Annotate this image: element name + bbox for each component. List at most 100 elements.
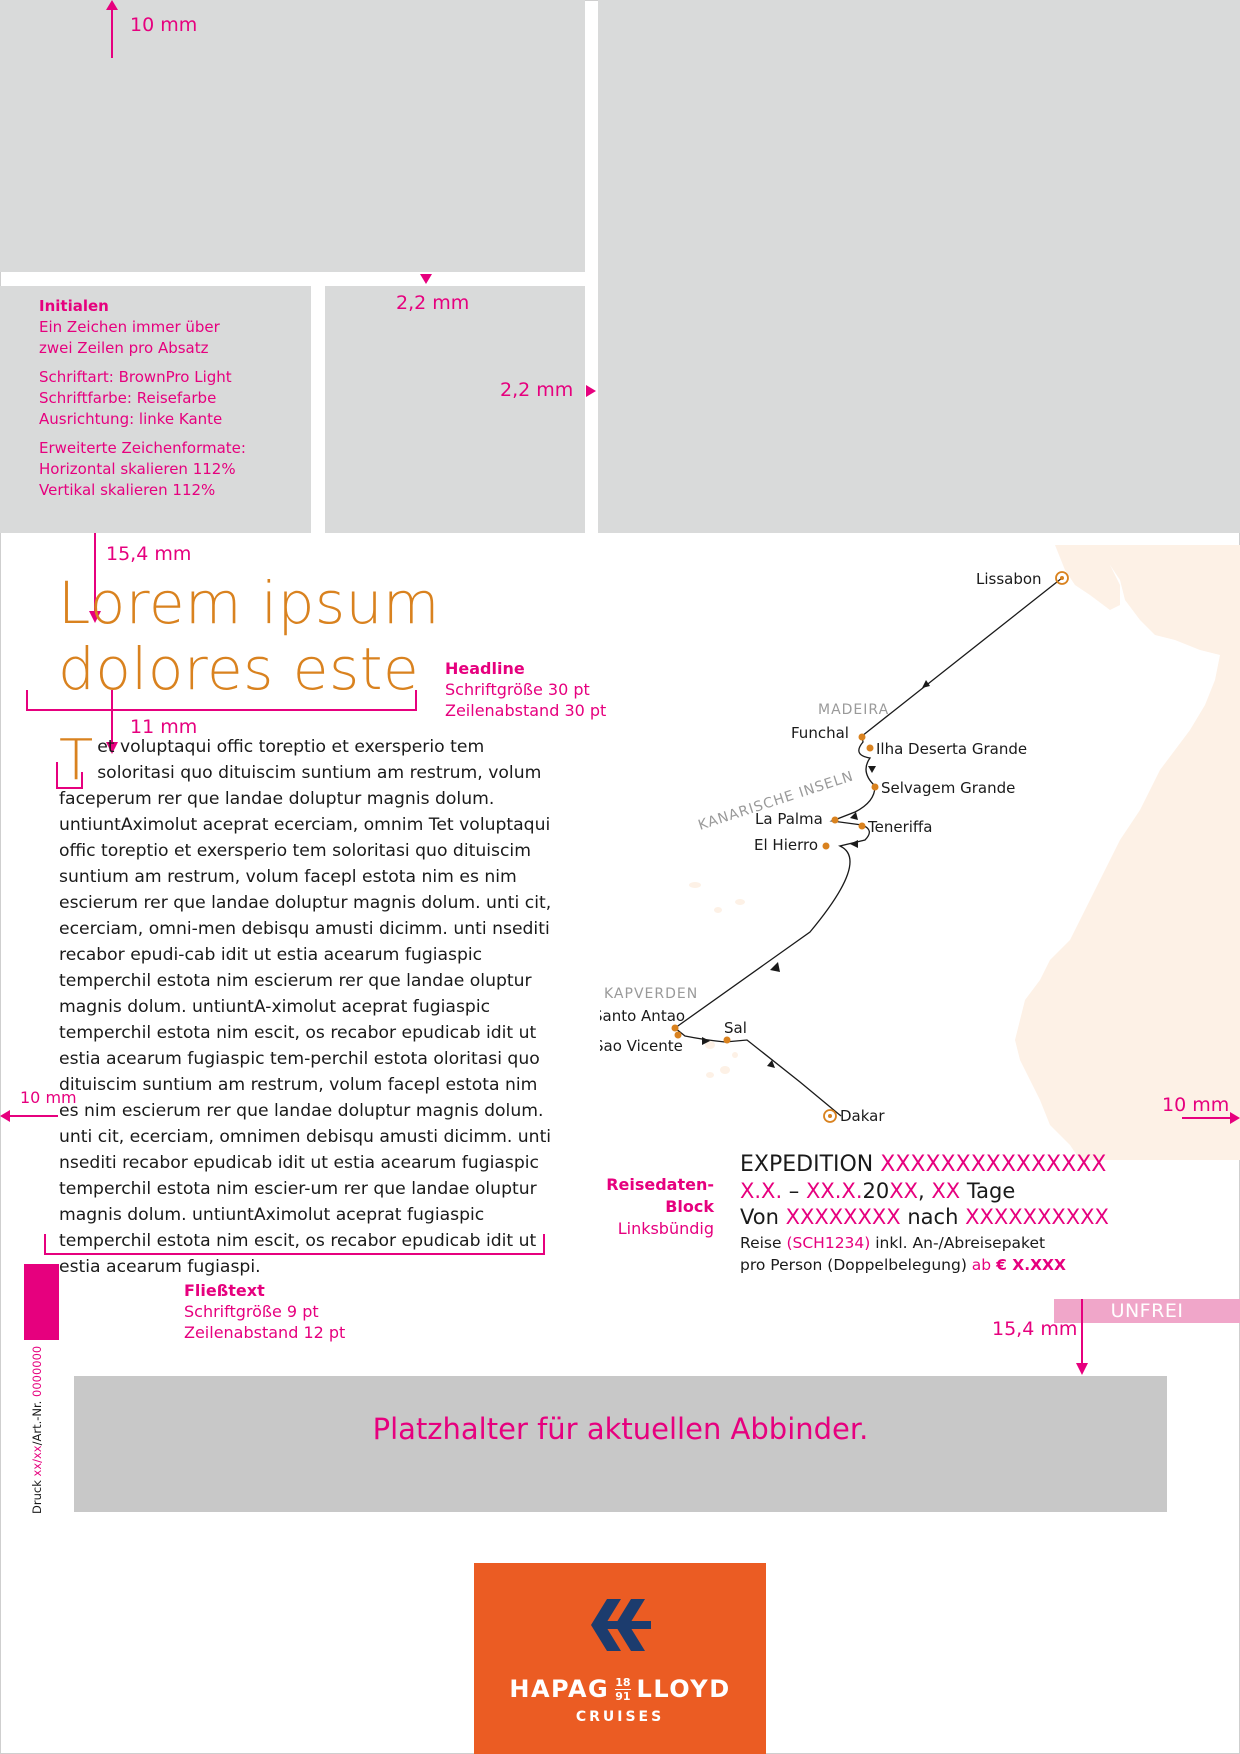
text-offset-label: 11 mm [130, 716, 198, 738]
logo-numbers: 18 91 [615, 1675, 631, 1702]
port-label-lapalma: La Palma [755, 810, 823, 828]
abbinder-text: Platzhalter für aktuellen Abbinder. [372, 1412, 869, 1446]
druck-label: Druck xx/xx/Art.-Nr. 0000000 [30, 1346, 44, 1514]
gap-vertical-arrow [586, 385, 596, 397]
fliesstext-note: Fließtext Schriftgröße 9 pt Zeilenabstan… [184, 1280, 345, 1343]
port-label-sal: Sal [724, 1019, 747, 1037]
map-land [1015, 545, 1240, 1160]
port-icon [866, 744, 874, 752]
port-icon [822, 842, 830, 850]
left-margin-arrow [0, 1110, 58, 1122]
reisedaten-note: Reisedaten-Block Linksbündig [560, 1174, 714, 1240]
travel-year-prefix: 20 [862, 1179, 890, 1203]
initialen-note-line: Erweiterte Zeichenformate: [39, 439, 246, 457]
reisedaten-note-line: Linksbündig [617, 1219, 714, 1238]
region-label-madeira: MADEIRA [818, 702, 889, 718]
port-icon [674, 1031, 682, 1039]
port-label-dakar: Dakar [840, 1107, 885, 1125]
image-placeholder-middle-left [0, 286, 311, 533]
travel-date-start: X.X. [740, 1179, 783, 1203]
initialen-note-line: Vertikal skalieren 112% [39, 481, 216, 499]
port-icon [723, 1036, 731, 1044]
headline: Lorem ipsum dolores este [58, 570, 458, 702]
travel-from-label: Von [740, 1205, 786, 1229]
headline-line: dolores este [58, 635, 420, 703]
initialen-note-line: Ein Zeichen immer über [39, 318, 220, 336]
initialen-note-line: Horizontal skalieren 112% [39, 460, 236, 478]
initialen-note-title: Initialen [39, 297, 109, 315]
abbinder-placeholder: Platzhalter für aktuellen Abbinder. [74, 1376, 1167, 1512]
port-label-lissabon: Lissabon [976, 570, 1042, 588]
top-margin-arrow [106, 0, 118, 58]
druck-art-label: /Art.-Nr. [30, 1397, 44, 1446]
headline-note-line: Zeilenabstand 30 pt [445, 701, 607, 720]
magenta-bar [24, 1264, 59, 1340]
bottom-offset-arrow [1076, 1299, 1088, 1375]
map-island [706, 1072, 714, 1078]
travel-from: XXXXXXXX [785, 1205, 901, 1229]
port-label-ilha: Ilha Deserta Grande [876, 740, 1027, 758]
travel-to: XXXXXXXXXX [965, 1205, 1109, 1229]
port-label-santoantao: Santo Antao [600, 1007, 685, 1025]
travel-date-dash: – [782, 1179, 806, 1203]
image-placeholder-right [598, 0, 1240, 533]
body-text-bracket [44, 1234, 545, 1255]
logo-num-top: 18 [615, 1675, 631, 1690]
logo-right: LLOYD [636, 1675, 731, 1703]
right-margin-label: 10 mm [1162, 1094, 1230, 1116]
route-arrow-icon [770, 962, 780, 972]
headline-note-title: Headline [445, 659, 525, 678]
route-arrow-icon [868, 766, 876, 773]
bottom-offset-label: 15,4 mm [992, 1318, 1078, 1340]
right-margin-arrow [1182, 1112, 1240, 1124]
route-arrow-icon [767, 1060, 775, 1068]
route-arrow-icon [850, 840, 858, 848]
fliesstext-note-line: Schriftgröße 9 pt [184, 1302, 319, 1321]
logo-sub: CRUISES [575, 1709, 665, 1725]
logo-left: HAPAG [509, 1675, 610, 1703]
port-start-icon [1055, 571, 1069, 585]
port-icon [831, 816, 839, 824]
initialen-note-line: Schriftfarbe: Reisefarbe [39, 389, 217, 407]
headline-line: Lorem ipsum [58, 569, 440, 637]
port-label-funchal: Funchal [791, 724, 849, 742]
route-arrow-icon [922, 680, 930, 688]
image-placeholder-top-left [0, 0, 585, 272]
map-island [689, 882, 701, 888]
travel-reise-label: Reise [740, 1234, 787, 1252]
druck-art-number: 0000000 [30, 1345, 44, 1397]
map-island [732, 1052, 738, 1058]
port-end-icon [823, 1109, 837, 1123]
dropcap-bracket [56, 762, 83, 789]
logo-mark-icon [591, 1599, 651, 1651]
region-label-kapverden: KAPVERDEN [604, 986, 698, 1002]
port-icon [671, 1024, 679, 1032]
gap-horizontal-label: 2,2 mm [396, 292, 470, 314]
travel-line-title: EXPEDITION XXXXXXXXXXXXXXX [740, 1152, 1180, 1178]
fliesstext-note-line: Zeilenabstand 12 pt [184, 1323, 346, 1342]
unfrei-bar: UNFREI [1054, 1299, 1240, 1323]
gap-vertical-label: 2,2 mm [500, 379, 574, 401]
travel-price-label: pro Person (Doppelbelegung) [740, 1256, 972, 1274]
travel-line-reise: Reise (SCH1234) inkl. An-/Abreisepaket [740, 1232, 1180, 1254]
route-arrow-icon [850, 812, 858, 820]
headline-bracket [26, 690, 417, 711]
fliesstext-note-title: Fließtext [184, 1281, 265, 1300]
port-end-icon-inner [828, 1114, 832, 1118]
port-start-icon-inner [1060, 576, 1064, 580]
travel-comma: , [918, 1179, 932, 1203]
headline-offset-label: 15,4 mm [106, 543, 192, 565]
travel-line-dates: X.X. – XX.X.20XX, XX Tage [740, 1178, 1180, 1204]
map-land-top [1055, 545, 1120, 610]
travel-reise-code: (SCH1234) [786, 1234, 871, 1252]
headline-offset-arrow [89, 533, 101, 623]
travel-data-block: EXPEDITION XXXXXXXXXXXXXXX X.X. – XX.X.2… [740, 1152, 1180, 1276]
headline-note: Headline Schriftgröße 30 pt Zeilenabstan… [445, 658, 606, 721]
map-island [705, 1041, 715, 1049]
initialen-note-line: Ausrichtung: linke Kante [39, 410, 223, 428]
map-island [720, 1066, 730, 1074]
body-paragraph: et voluptaqui offic toreptio et exersper… [59, 737, 552, 1277]
logo-wordmark: HAPAG 18 91 LLOYD [474, 1675, 766, 1703]
top-margin-label: 10 mm [130, 14, 198, 36]
travel-price-value: € X.XXX [996, 1256, 1066, 1274]
